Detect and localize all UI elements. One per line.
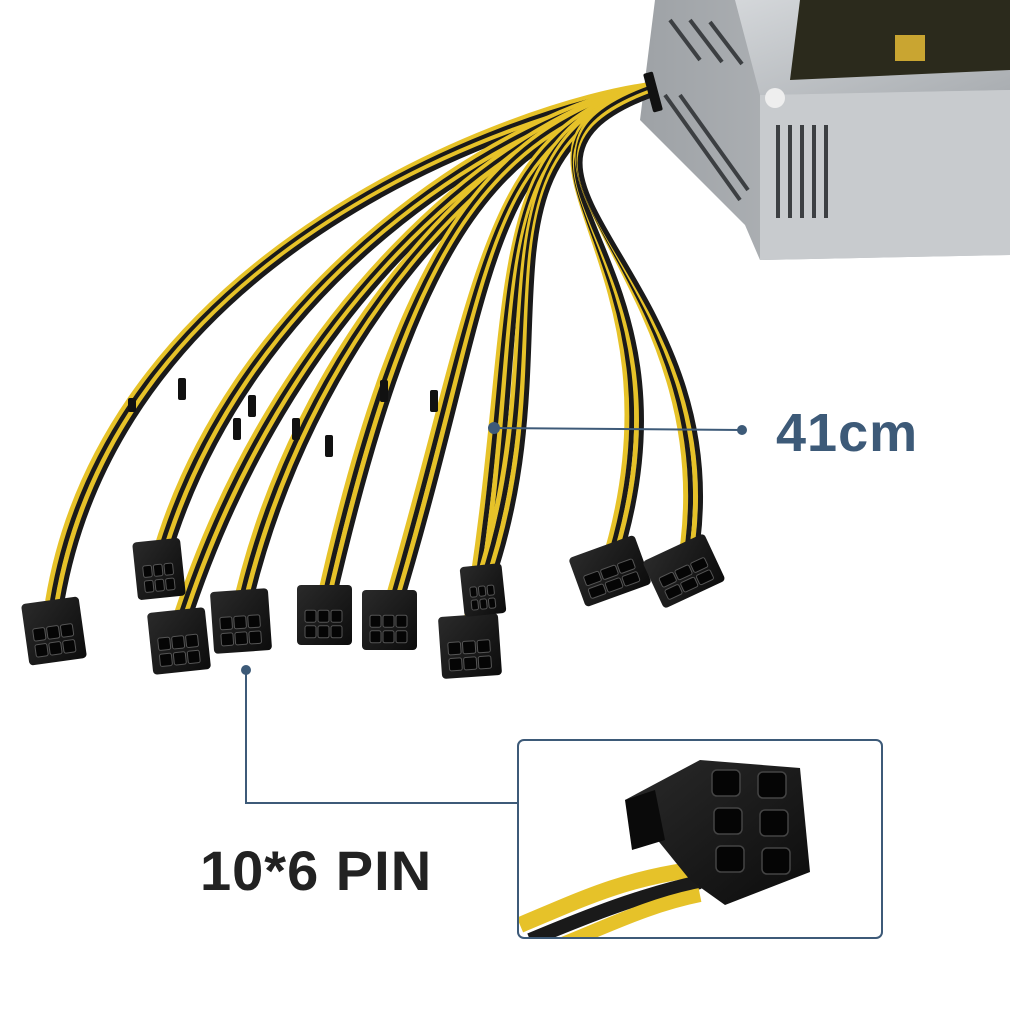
pcie-6pin-connector	[459, 563, 507, 617]
cable-bundle	[45, 82, 704, 643]
pcie-6pin-connector	[438, 613, 502, 679]
pcie-6pin-connector	[362, 590, 417, 650]
power-supply-unit	[640, 0, 1010, 260]
callout-length-line	[488, 422, 747, 435]
pcie-6pin-connector	[210, 588, 272, 654]
connector-group	[21, 534, 725, 679]
wire	[574, 92, 653, 568]
wire	[576, 89, 699, 578]
cable-length-label: 41cm	[776, 403, 919, 463]
psu-vent-slots	[663, 18, 828, 218]
pcie-6pin-connector	[643, 534, 725, 608]
pcie-6pin-connector	[21, 596, 87, 666]
inset-connector-closeup	[517, 739, 883, 939]
wire	[570, 82, 653, 568]
wire	[380, 82, 653, 618]
wire	[572, 89, 653, 568]
callout-connector-line	[241, 665, 518, 804]
pcie-6pin-connector	[569, 535, 651, 607]
wire	[577, 92, 704, 578]
connector-spec-label: 10*6 PIN	[200, 839, 433, 902]
psu-sticker	[765, 88, 785, 108]
pcie-6pin-connector	[147, 607, 211, 675]
wire	[315, 82, 653, 608]
wire	[571, 85, 653, 568]
wire	[150, 82, 653, 563]
pcie-6pin-connector	[297, 585, 352, 645]
pcie-6pin-connector	[132, 538, 186, 600]
psu-label-plate	[790, 0, 1010, 80]
wire	[45, 82, 653, 603]
cable-ties	[128, 71, 663, 457]
wire	[235, 85, 653, 618]
